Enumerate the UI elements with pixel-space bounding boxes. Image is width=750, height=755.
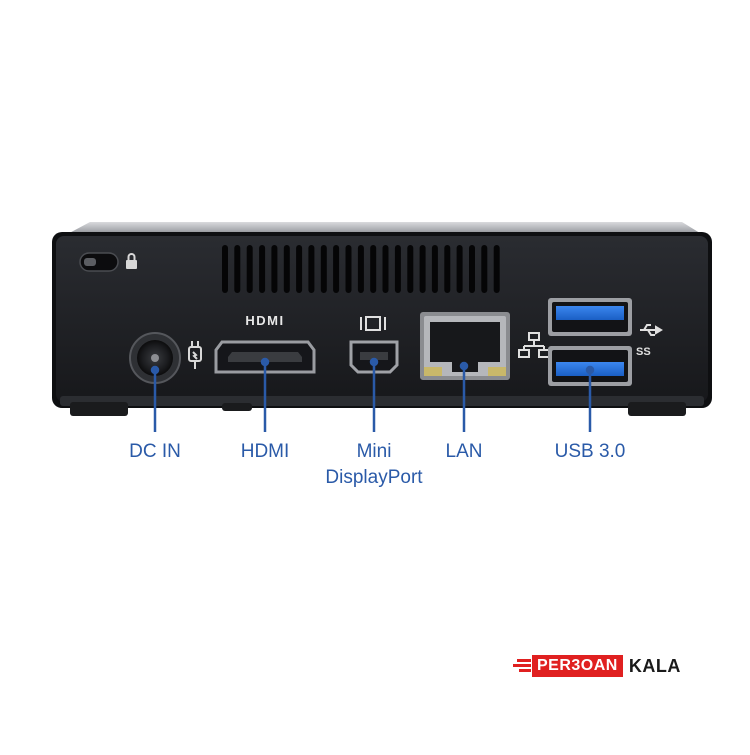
label-dc-in: DC IN (129, 441, 181, 462)
svg-text:SS: SS (636, 346, 651, 358)
label-lan: LAN (445, 441, 483, 462)
displayport-icon (360, 316, 386, 331)
vent-slot (382, 245, 389, 293)
vent-slot (234, 245, 241, 293)
foot-center (222, 403, 252, 411)
vent-slot (296, 245, 303, 293)
speed-stripes-icon (513, 655, 531, 677)
brand-name-suffix: KALA (628, 655, 681, 676)
vent-slot (357, 245, 364, 293)
lan-port (420, 312, 510, 380)
vent-slot (431, 245, 438, 293)
vent-slot (246, 245, 253, 293)
label-usb: USB 3.0 (554, 441, 626, 462)
vent-slot (469, 245, 475, 293)
lock-slot (79, 252, 119, 272)
vent-slot (456, 245, 463, 293)
lock-icon (126, 253, 137, 269)
vent-slot (394, 245, 401, 293)
vent-slot (308, 245, 315, 293)
usb-superspeed-icon: SS (636, 324, 663, 358)
vent-slot (222, 245, 228, 293)
callout-lines (150, 357, 595, 432)
hdmi-logo: HDMI (245, 313, 284, 328)
vent-slot (283, 245, 290, 293)
usb-port-top (548, 298, 632, 336)
foot-left (70, 402, 128, 416)
power-plug-icon (188, 341, 202, 369)
vent-slot (345, 245, 352, 293)
foot-right (628, 402, 686, 416)
label-mini-displayport: Mini DisplayPort (325, 441, 423, 488)
ventilation-grille (222, 245, 500, 293)
vent-slot (370, 245, 377, 293)
vent-slot (259, 245, 266, 293)
mini-displayport-port (349, 340, 399, 374)
label-hdmi: HDMI (240, 441, 290, 462)
vent-slot (444, 245, 451, 293)
brand-name-highlight: PER3OAN (532, 655, 623, 677)
chassis-bottom (60, 396, 704, 406)
vent-slot (407, 245, 414, 293)
vent-slot (481, 245, 488, 293)
vent-slot (419, 245, 426, 293)
vent-slot (333, 245, 340, 293)
vent-slot (493, 245, 500, 293)
hdmi-port (214, 340, 316, 374)
brand-logo: PER3OAN KALA (513, 653, 681, 679)
vent-slot (320, 245, 327, 293)
vent-slot (271, 245, 278, 293)
